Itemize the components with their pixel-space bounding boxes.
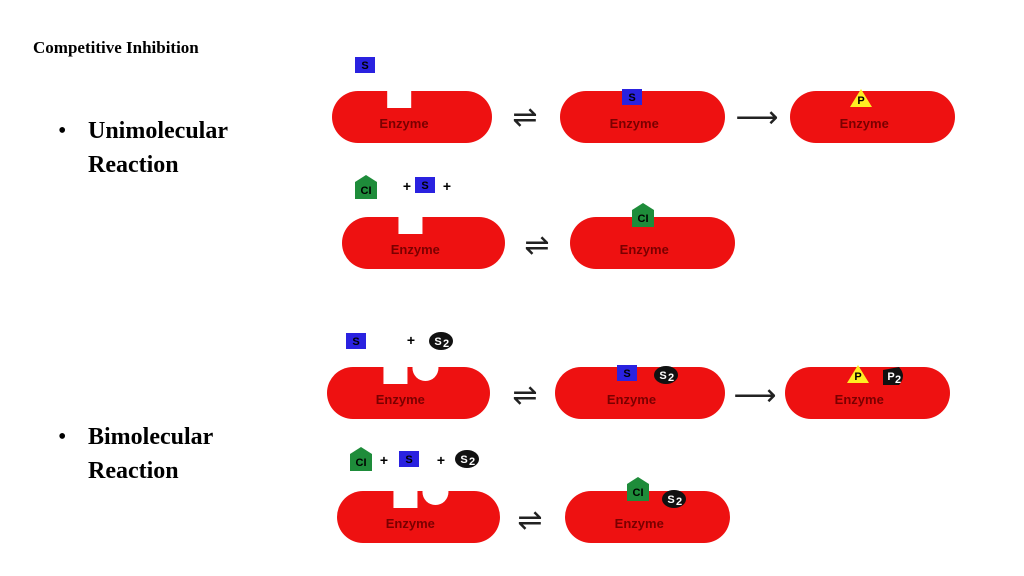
- substrate-s: [399, 451, 419, 467]
- equilibrium-arrow: ⇌: [512, 378, 537, 413]
- substrate-label: S: [352, 336, 359, 348]
- enzyme-body: [327, 367, 490, 419]
- plus-sign: +: [437, 452, 445, 468]
- forward-arrow: ⟶: [733, 378, 776, 413]
- enzyme-label: Enzyme: [391, 242, 440, 257]
- inhibitor-label: CI: [361, 185, 372, 197]
- plus-sign: +: [407, 332, 415, 348]
- inhibitor-label: CI: [638, 213, 649, 225]
- substrate-label: S: [405, 454, 412, 466]
- enzyme-label: Enzyme: [840, 116, 889, 131]
- plus-sign: +: [443, 178, 451, 194]
- bullet-bimolecular-line1: Bimolecular: [88, 424, 214, 450]
- competitive-inhibitor-ci: [350, 447, 372, 471]
- product-p: [847, 365, 869, 383]
- substrate2-s2: [429, 332, 453, 350]
- enzyme-label: Enzyme: [610, 116, 659, 131]
- equilibrium-arrow: ⇌: [512, 100, 537, 135]
- enzyme-body: [790, 91, 955, 143]
- competitive-inhibition-diagram: SEnzyme⇌EnzymeS⟶EnzymePCI+S+Enzyme⇌Enzym…: [327, 57, 955, 543]
- enzyme-body: [555, 367, 725, 419]
- substrate-s: [415, 177, 435, 193]
- enzyme: Enzyme: [332, 90, 492, 143]
- enzyme-label: Enzyme: [607, 392, 656, 407]
- substrate-s: [617, 365, 637, 381]
- product-label: P: [857, 95, 864, 107]
- active-site-pocket: [412, 355, 439, 381]
- active-site-notch: [393, 490, 418, 508]
- substrate2-label: S: [434, 336, 441, 348]
- competitive-inhibitor-ci: [632, 203, 654, 227]
- enzyme-body: [785, 367, 950, 419]
- enzyme-body: [560, 91, 725, 143]
- substrate2-s2: [654, 366, 678, 384]
- enzyme: Enzyme: [327, 355, 490, 419]
- active-site-notch: [398, 216, 423, 234]
- enzyme-body: [337, 491, 500, 543]
- enzyme-body: [565, 491, 730, 543]
- enzyme: Enzyme: [790, 91, 955, 143]
- substrate2-label: S: [659, 370, 666, 382]
- enzyme: Enzyme: [555, 367, 725, 419]
- substrate2-subscript: 2: [469, 456, 475, 468]
- enzyme: Enzyme: [337, 479, 500, 543]
- active-site-notch: [387, 90, 412, 108]
- product2-subscript: 2: [895, 374, 901, 386]
- enzyme-body: [570, 217, 735, 269]
- competitive-inhibitor-ci: [355, 175, 377, 199]
- substrate-s: [355, 57, 375, 73]
- substrate2-label: S: [460, 454, 467, 466]
- bullet-marker: •: [58, 118, 67, 144]
- product2-label: P: [887, 371, 894, 383]
- enzyme-label: Enzyme: [386, 516, 435, 531]
- enzyme-body: [342, 217, 505, 269]
- bullet-bimolecular: • Bimolecular Reaction: [58, 420, 213, 488]
- bullet-marker: •: [58, 424, 67, 450]
- enzyme: Enzyme: [785, 367, 950, 419]
- forward-arrow: ⟶: [735, 100, 778, 135]
- bullet-unimolecular-line2: Reaction: [88, 152, 179, 178]
- substrate-label: S: [628, 92, 635, 104]
- product-p: [850, 89, 872, 107]
- slide-title: Competitive Inhibition: [33, 38, 199, 57]
- plus-sign: +: [403, 178, 411, 194]
- substrate-label: S: [623, 368, 630, 380]
- enzyme: Enzyme: [342, 216, 505, 269]
- bullet-bimolecular-line2: Reaction: [88, 458, 179, 484]
- substrate-s: [346, 333, 366, 349]
- enzyme-label: Enzyme: [376, 392, 425, 407]
- substrate2-subscript: 2: [668, 372, 674, 384]
- inhibitor-label: CI: [633, 487, 644, 499]
- inhibitor-label: CI: [356, 457, 367, 469]
- bullet-unimolecular: • Unimolecular Reaction: [58, 114, 228, 182]
- substrate2-label: S: [667, 494, 674, 506]
- substrate-label: S: [421, 180, 428, 192]
- active-site-pocket: [422, 479, 449, 505]
- enzyme: Enzyme: [570, 217, 735, 269]
- product2-p2: [883, 367, 903, 385]
- competitive-inhibitor-ci: [627, 477, 649, 501]
- enzyme-label: Enzyme: [835, 392, 884, 407]
- enzyme: Enzyme: [565, 491, 730, 543]
- product-label: P: [854, 371, 861, 383]
- substrate2-subscript: 2: [676, 496, 682, 508]
- enzyme-body: [332, 91, 492, 143]
- plus-sign: +: [380, 452, 388, 468]
- enzyme-label: Enzyme: [620, 242, 669, 257]
- bullet-unimolecular-line1: Unimolecular: [88, 118, 228, 144]
- enzyme: Enzyme: [560, 91, 725, 143]
- equilibrium-arrow: ⇌: [517, 503, 542, 538]
- substrate2-s2: [455, 450, 479, 468]
- active-site-notch: [383, 366, 408, 384]
- substrate2-s2: [662, 490, 686, 508]
- substrate2-subscript: 2: [443, 338, 449, 350]
- substrate-s: [622, 89, 642, 105]
- equilibrium-arrow: ⇌: [524, 228, 549, 263]
- enzyme-label: Enzyme: [615, 516, 664, 531]
- enzyme-label: Enzyme: [379, 116, 428, 131]
- substrate-label: S: [361, 60, 368, 72]
